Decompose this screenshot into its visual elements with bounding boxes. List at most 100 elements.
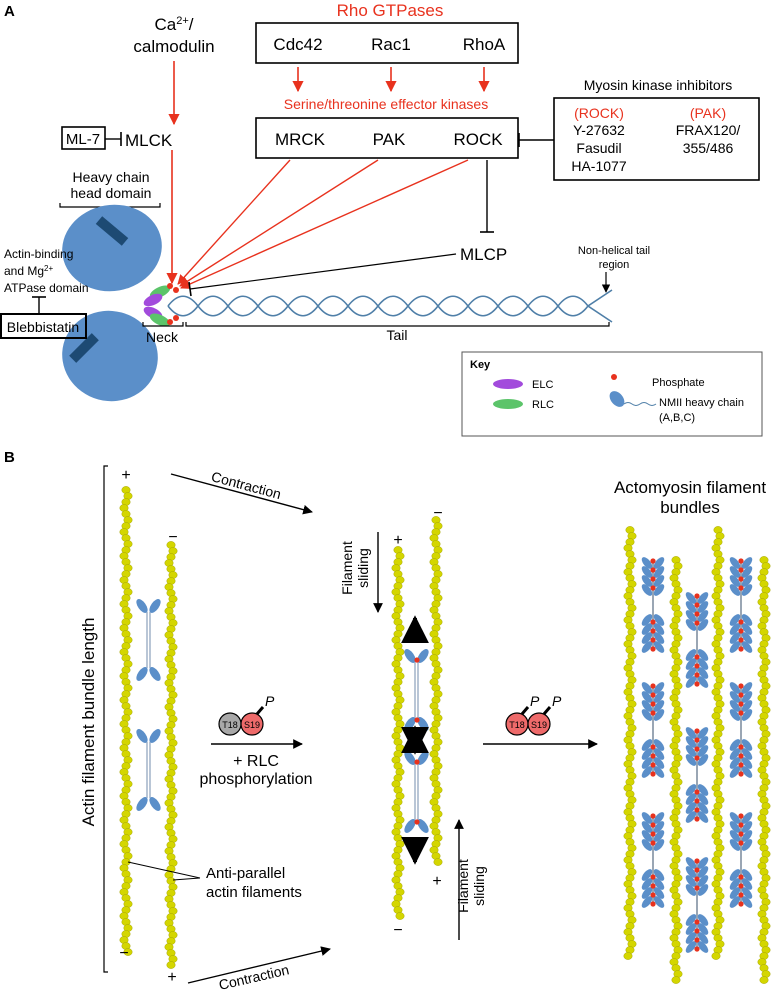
ml7-label: ML-7 — [66, 131, 100, 148]
bundle-myosin-minifilament — [685, 592, 709, 688]
filament-sliding-bottom-1: Filament — [455, 859, 471, 913]
rock-drug-3: HA-1077 — [571, 158, 626, 174]
filament-sliding-top-2: sliding — [355, 548, 371, 588]
panel-a-label: A — [4, 3, 15, 20]
s19-phosphorylated — [240, 712, 264, 736]
key-rlc-swatch — [493, 399, 523, 409]
key-title: Key — [470, 359, 491, 371]
actin-monomer — [759, 976, 769, 984]
rho-gtpases-box — [255, 22, 519, 64]
pak-to-rlc-arrow — [179, 159, 379, 287]
t18-label: T18 — [222, 720, 238, 730]
rlc-lower — [149, 313, 171, 327]
contraction-arrow-bottom — [187, 946, 331, 984]
plus-end-label: + — [393, 532, 402, 549]
t18-label: T18 — [509, 720, 525, 730]
contraction-arrow-top — [170, 473, 313, 515]
plus-end-label: + — [432, 873, 441, 890]
actin-monomer — [623, 952, 633, 960]
contraction-label-bottom: Contraction — [217, 961, 290, 993]
myosin-phosphorylated-2 — [401, 725, 432, 865]
bundles-title-1: Actomyosin filament — [614, 478, 766, 497]
key-elc-label: ELC — [532, 379, 553, 391]
bundle-myosin-filaments — [641, 557, 753, 953]
rlc-phosphorylation-label-1: + RLC — [233, 753, 279, 770]
rock-inhibitor-header: (ROCK) — [574, 105, 624, 121]
bundles-title-2: bundles — [660, 498, 720, 517]
s19-label: S19 — [531, 720, 547, 730]
rock-drug-1: Y-27632 — [573, 122, 625, 138]
actin-filament-bundle-3 — [711, 526, 725, 960]
phosphate-p-label: P — [530, 693, 540, 709]
mrck-label: MRCK — [275, 130, 326, 149]
rock-drug-2: Fasudil — [576, 140, 621, 156]
inhibitors-box — [553, 97, 760, 181]
phosphate-dot — [173, 287, 179, 293]
actin-filament-bundle-4 — [757, 556, 771, 984]
bundle-length-label: Actin filament bundle length — [79, 618, 98, 827]
actin-monomer — [671, 976, 681, 984]
key-heavy-chain-swatch — [609, 391, 625, 407]
atpase-domain-label: ATPase domain — [4, 281, 89, 295]
effector-kinases-title: Serine/threonine effector kinases — [284, 96, 488, 112]
phosphate-p-label: P — [552, 693, 562, 709]
heavy-chain-label: Heavy chain — [72, 169, 149, 185]
actin-filament-bundle-1 — [623, 526, 637, 960]
filament-sliding-bottom-2: sliding — [471, 866, 487, 906]
panel-b-label: B — [4, 449, 15, 466]
calmodulin-label: calmodulin — [133, 37, 214, 56]
bundle-myosin-minifilament — [685, 727, 709, 823]
key-elc-swatch — [493, 379, 523, 389]
anti-parallel-label-1: Anti-parallel — [206, 865, 285, 882]
key-box — [461, 351, 763, 437]
t18-phosphate-stick — [520, 706, 530, 715]
upper-head — [62, 204, 162, 292]
bundle-myosin-minifilament — [729, 682, 753, 778]
blebbistatin-label: Blebbistatin — [7, 319, 79, 335]
bundle-myosin-minifilament — [641, 557, 665, 653]
actin-monomer — [395, 912, 405, 920]
rock-label: ROCK — [453, 130, 503, 149]
phosphate-dot — [173, 315, 179, 321]
phosphate-dot — [167, 283, 173, 289]
non-helical-label-2: region — [599, 259, 630, 271]
key-heavy-chain-tail — [623, 402, 657, 406]
mlcp-label: MLCP — [460, 245, 507, 264]
neck-label: Neck — [146, 329, 179, 345]
mlcp-inhibition-bar — [188, 281, 192, 297]
bundle-length-bracket — [103, 465, 108, 973]
key-heavy-chain-label-2: (A,B,C) — [659, 412, 695, 424]
actin-monomer — [123, 948, 133, 956]
myosin-unphosphorylated-1 — [133, 596, 164, 684]
rhoa-label: RhoA — [463, 35, 506, 54]
anti-parallel-label-2: actin filaments — [206, 884, 302, 901]
mg-label: and Mg2+ — [4, 264, 53, 279]
rlc-phosphorylation-label-2: phosphorylation — [200, 771, 313, 788]
pak-drug-2: 355/486 — [683, 140, 734, 156]
effector-kinases-box — [255, 117, 519, 159]
key-phosphate-label: Phosphate — [652, 377, 705, 389]
nmii-molecule — [62, 204, 613, 402]
key-rlc-label: RLC — [532, 399, 554, 411]
pak-drug-1: FRAX120/ — [676, 122, 741, 138]
s19-label: S19 — [244, 720, 260, 730]
minus-end-label: − — [168, 529, 177, 546]
key-heavy-chain-label-1: NMII heavy chain — [659, 397, 744, 409]
bundle-myosin-minifilament — [641, 812, 665, 908]
pak-inhibitor-header: (PAK) — [690, 105, 726, 121]
minus-end-label: − — [119, 945, 128, 962]
pak-label: PAK — [373, 130, 406, 149]
rho-gtpases-title: Rho GTPases — [337, 1, 444, 20]
actin-monomer — [433, 858, 443, 866]
anti-parallel-pointer-1 — [127, 861, 201, 879]
mlck-label: MLCK — [125, 131, 173, 150]
upper-atpase-domain — [95, 216, 129, 246]
tail-bracket — [185, 322, 610, 327]
bundle-myosin-minifilament — [729, 812, 753, 908]
ca-calmodulin-label: Ca2+/ — [154, 15, 193, 34]
s19-phosphate-stick — [542, 706, 552, 715]
actin-filament-left-2 — [164, 541, 178, 969]
actin-binding-label: Actin-binding — [4, 247, 73, 261]
ml7-box — [61, 126, 106, 150]
head-domain-label: head domain — [71, 185, 152, 201]
